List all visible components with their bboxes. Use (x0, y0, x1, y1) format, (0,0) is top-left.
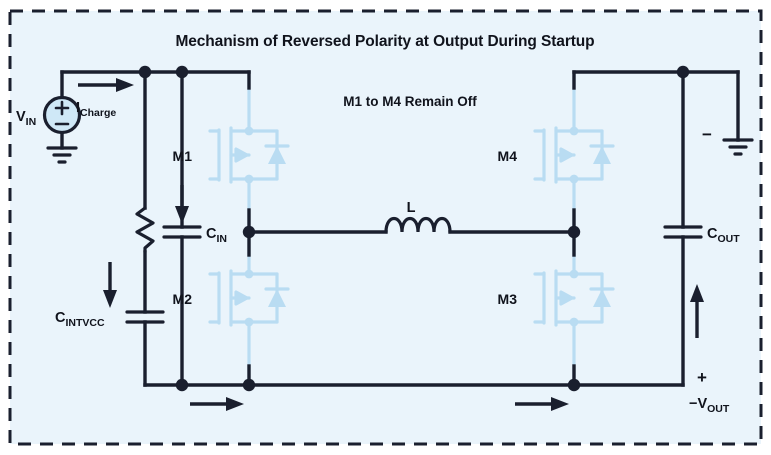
current-arrow-bottom-right (515, 397, 569, 411)
label-cintvcc: CINTVCC (55, 310, 105, 329)
junction-dot (676, 65, 690, 79)
mosfet-label-m3: M3 (498, 291, 518, 307)
junction-dot (242, 378, 256, 392)
current-arrow-intvcc (103, 262, 117, 308)
junction-dot (175, 65, 189, 79)
current-arrow-output (690, 284, 704, 338)
junction-dot (242, 225, 256, 239)
mosfet-label-m1: M1 (173, 148, 193, 164)
output-minus-sign: − (702, 125, 712, 144)
ground-icon-input (46, 146, 78, 164)
inductor-symbol (384, 216, 452, 234)
label-inductor: L (407, 200, 416, 216)
mosfet-label-m2: M2 (173, 291, 193, 307)
mosfet-m1 (208, 70, 290, 234)
label-cout: COUT (707, 226, 740, 245)
capacitor-cout (663, 225, 703, 239)
current-arrow-icharge (78, 78, 134, 92)
mosfet-label-m4: M4 (498, 148, 518, 164)
current-arrow-cin (175, 185, 189, 224)
ground-icon-output (722, 138, 754, 156)
resistor-symbol (135, 206, 155, 254)
junction-dot (567, 378, 581, 392)
label-cin: CIN (206, 226, 227, 245)
junction-dot (175, 378, 189, 392)
figure-dashed-border (8, 9, 763, 446)
label-icharge: ICharge (76, 100, 116, 119)
label-vout: −VOUT (689, 396, 730, 415)
mosfet-m3 (533, 230, 615, 387)
source-label-vin: VIN (16, 109, 36, 128)
output-plus-sign: + (697, 368, 707, 387)
capacitor-cintvcc (125, 310, 165, 324)
figure-subtitle: M1 to M4 Remain Off (343, 94, 477, 109)
figure-title: Mechanism of Reversed Polarity at Output… (175, 33, 594, 50)
capacitor-cin (162, 225, 202, 239)
voltage-source-vin (42, 95, 82, 135)
junction-dot (138, 65, 152, 79)
junction-dot (567, 225, 581, 239)
current-arrow-bottom-left (190, 397, 244, 411)
